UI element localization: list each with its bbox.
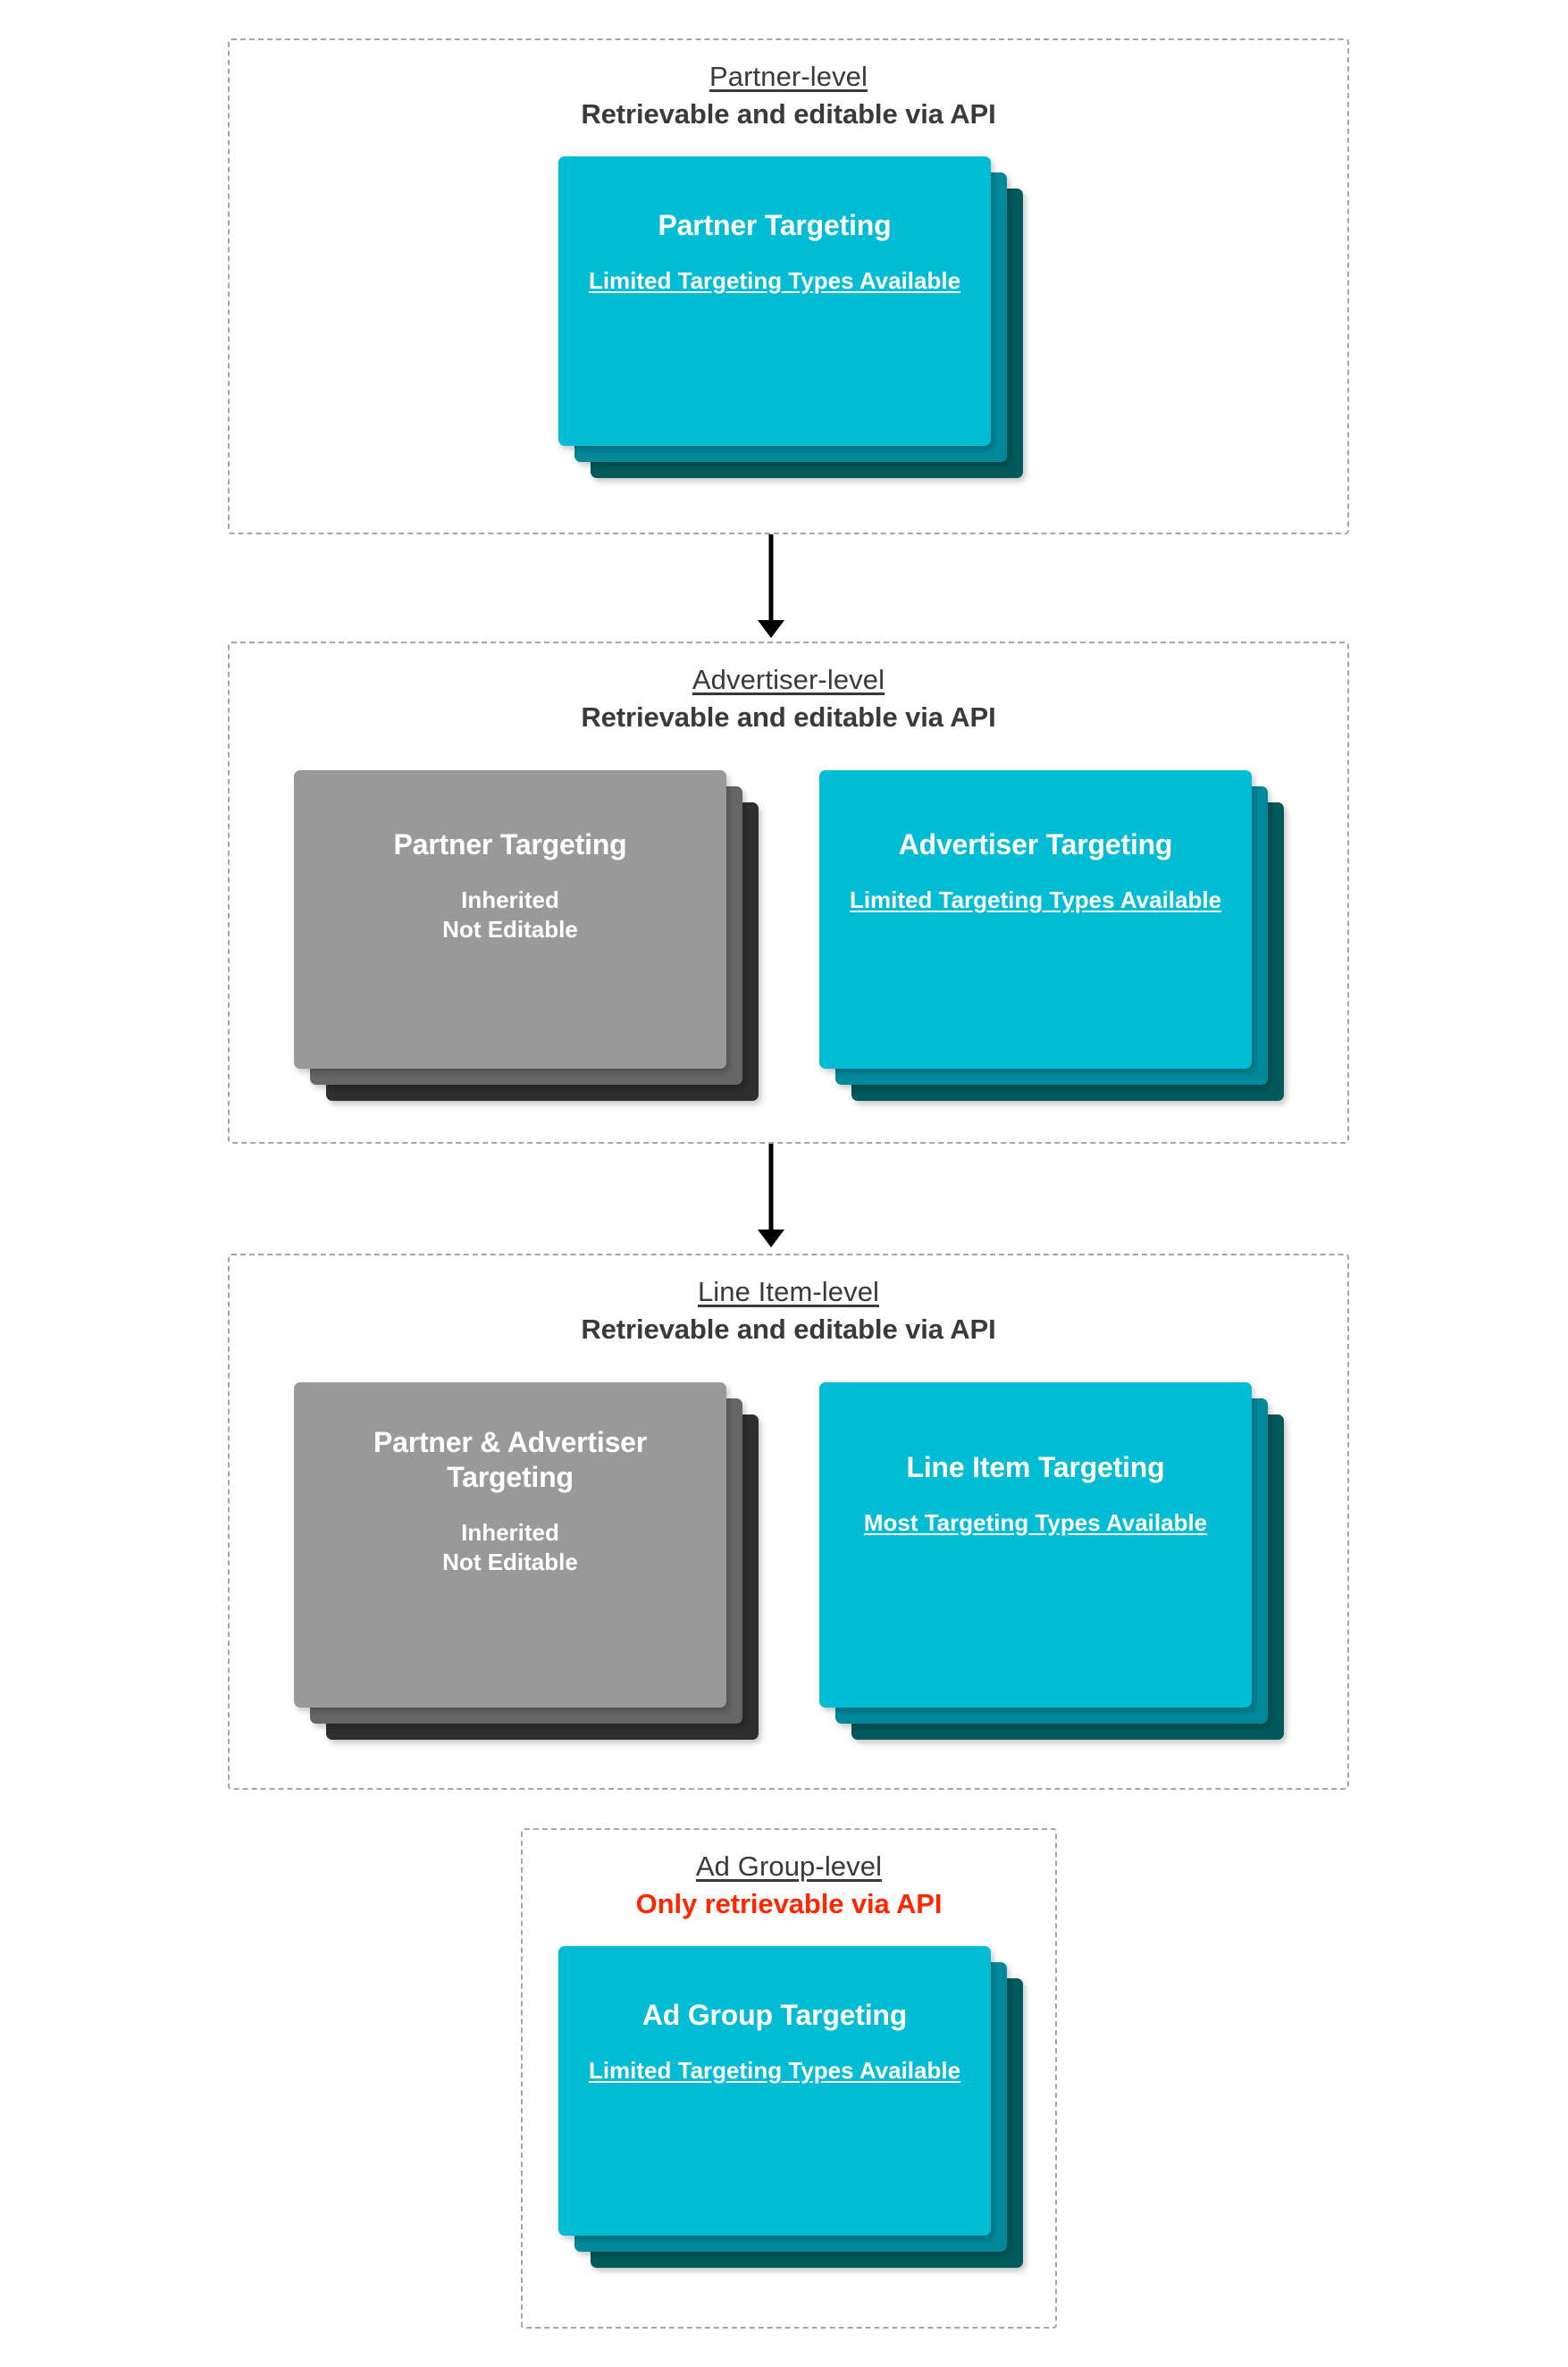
level-title-advertiser: Advertiser-level	[692, 664, 885, 695]
level-subtitle-advertiser: Retrievable and editable via API	[581, 701, 996, 733]
card-stack-ad-group-targeting[interactable]: Ad Group Targeting Limited Targeting Typ…	[558, 1946, 1023, 2268]
card-stack-line-item-inherited[interactable]: Partner & Advertiser Targeting Inherited…	[294, 1382, 759, 1740]
card-layer-front: Ad Group Targeting Limited Targeting Typ…	[558, 1946, 991, 2236]
card-title-line-item-inherited: Partner & Advertiser Targeting	[373, 1426, 648, 1494]
card-body-line-item-targeting: Line Item Targeting Most Targeting Types…	[819, 1450, 1252, 1538]
level-container-ad-group: Ad Group-level Only retrievable via API …	[521, 1828, 1057, 2329]
card-layer-front: Partner & Advertiser Targeting Inherited…	[294, 1382, 726, 1708]
card-body-line-item-inherited: Partner & Advertiser Targeting Inherited…	[294, 1425, 726, 1577]
card-note-partner-targeting: Limited Targeting Types Available	[588, 267, 961, 295]
card-body-advertiser-targeting: Advertiser Targeting Limited Targeting T…	[819, 827, 1252, 915]
card-body-ad-group-targeting: Ad Group Targeting Limited Targeting Typ…	[558, 1998, 991, 2086]
level-container-line-item: Line Item-level Retrievable and editable…	[228, 1254, 1349, 1790]
level-header-partner: Partner-level Retrievable and editable v…	[230, 60, 1347, 131]
connector-arrowhead	[758, 1230, 784, 1247]
level-container-partner: Partner-level Retrievable and editable v…	[228, 38, 1349, 534]
level-subtitle-line-item: Retrievable and editable via API	[581, 1313, 996, 1345]
card-note-ad-group-targeting: Limited Targeting Types Available	[588, 2057, 961, 2085]
card-layer-front: Partner Targeting Limited Targeting Type…	[558, 156, 991, 446]
card-stack-partner-targeting[interactable]: Partner Targeting Limited Targeting Type…	[558, 156, 1023, 478]
level-title-partner: Partner-level	[709, 61, 868, 92]
level-subtitle-partner: Retrievable and editable via API	[581, 97, 996, 130]
card-layer-front: Line Item Targeting Most Targeting Types…	[819, 1382, 1252, 1708]
card-stack-advertiser-targeting[interactable]: Advertiser Targeting Limited Targeting T…	[819, 770, 1284, 1101]
card-note-advertiser-targeting: Limited Targeting Types Available	[849, 886, 1222, 914]
card-body-advertiser-inherited-partner: Partner Targeting Inherited Not Editable	[294, 827, 726, 944]
card-stack-advertiser-inherited-partner[interactable]: Partner Targeting Inherited Not Editable	[294, 770, 759, 1101]
level-title-ad-group: Ad Group-level	[695, 1851, 883, 1882]
connector-advertiser-to-line-item	[753, 1144, 789, 1247]
card-note-line-item-inherited: Inherited Not Editable	[442, 1519, 578, 1575]
card-layer-front: Advertiser Targeting Limited Targeting T…	[819, 770, 1252, 1069]
card-title-line-item-targeting: Line Item Targeting	[906, 1451, 1165, 1483]
card-layer-front: Partner Targeting Inherited Not Editable	[294, 770, 726, 1069]
connector-arrowhead	[758, 620, 784, 638]
card-body-partner-targeting: Partner Targeting Limited Targeting Type…	[558, 208, 991, 296]
card-note-advertiser-inherited-partner: Inherited Not Editable	[442, 886, 578, 943]
connector-shaft	[768, 534, 774, 622]
connector-shaft	[768, 1144, 774, 1231]
card-title-partner-targeting: Partner Targeting	[658, 209, 892, 241]
level-header-ad-group: Ad Group-level Only retrievable via API	[523, 1850, 1055, 1921]
level-title-line-item: Line Item-level	[697, 1276, 880, 1307]
card-title-ad-group-targeting: Ad Group Targeting	[641, 1999, 908, 2031]
level-container-advertiser: Advertiser-level Retrievable and editabl…	[228, 642, 1349, 1144]
level-header-advertiser: Advertiser-level Retrievable and editabl…	[230, 663, 1347, 734]
connector-partner-to-advertiser	[753, 534, 789, 638]
level-header-line-item: Line Item-level Retrievable and editable…	[230, 1275, 1347, 1347]
level-subtitle-ad-group: Only retrievable via API	[635, 1887, 943, 1919]
card-title-advertiser-inherited-partner: Partner Targeting	[393, 828, 627, 860]
card-stack-line-item-targeting[interactable]: Line Item Targeting Most Targeting Types…	[819, 1382, 1284, 1740]
card-title-advertiser-targeting: Advertiser Targeting	[898, 828, 1173, 860]
card-note-line-item-targeting: Most Targeting Types Available	[863, 1509, 1208, 1537]
